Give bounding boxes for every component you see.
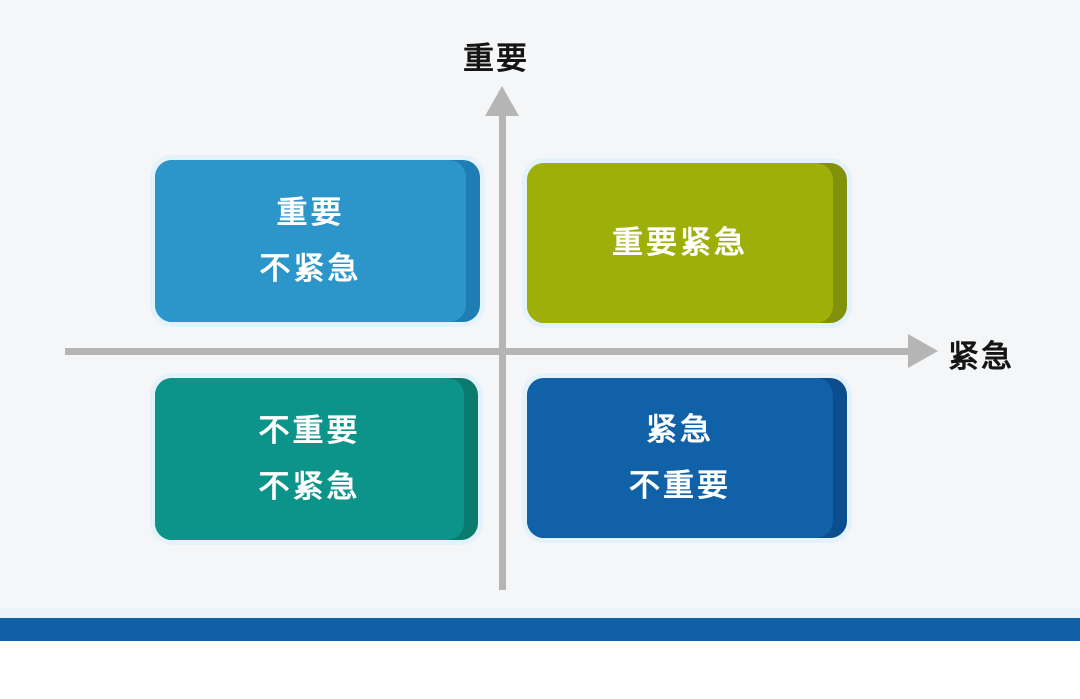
quadrant-bottom-left-box: 不重要 不紧急 xyxy=(155,378,478,540)
quadrant-label-line: 重要 xyxy=(276,195,345,230)
quadrant-top-right-box: 重要紧急 xyxy=(527,163,847,323)
quadrant-top-left-face: 重要 不紧急 xyxy=(155,160,466,322)
y-axis-label: 重要 xyxy=(463,41,529,76)
x-axis-right-arrow-icon xyxy=(908,334,938,368)
caption-area: 图2时间管理四象限 xyxy=(0,641,1080,699)
quadrant-bottom-left-face: 不重要 不紧急 xyxy=(155,378,464,540)
x-axis-line xyxy=(65,348,910,355)
quadrant-label-line: 紧急 xyxy=(646,412,714,447)
quadrant-label-line: 不重要 xyxy=(258,413,361,448)
quadrant-bottom-right-face: 紧急 不重要 xyxy=(527,378,833,538)
quadrant-bottom-right-box: 紧急 不重要 xyxy=(527,378,847,538)
quadrant-label-line: 不重要 xyxy=(629,468,731,503)
x-axis-label: 紧急 xyxy=(948,339,1014,374)
y-axis-up-arrow-icon xyxy=(485,86,519,116)
quadrant-label-line: 不紧急 xyxy=(258,469,361,504)
quadrant-top-left-box: 重要 不紧急 xyxy=(155,160,480,322)
footer-accent-bar xyxy=(0,618,1080,641)
footer-light-strip xyxy=(0,608,1080,618)
quadrant-label-line: 重要紧急 xyxy=(612,225,748,260)
quadrant-label-line: 不紧急 xyxy=(259,251,362,286)
quadrant-top-right-face: 重要紧急 xyxy=(527,163,833,323)
